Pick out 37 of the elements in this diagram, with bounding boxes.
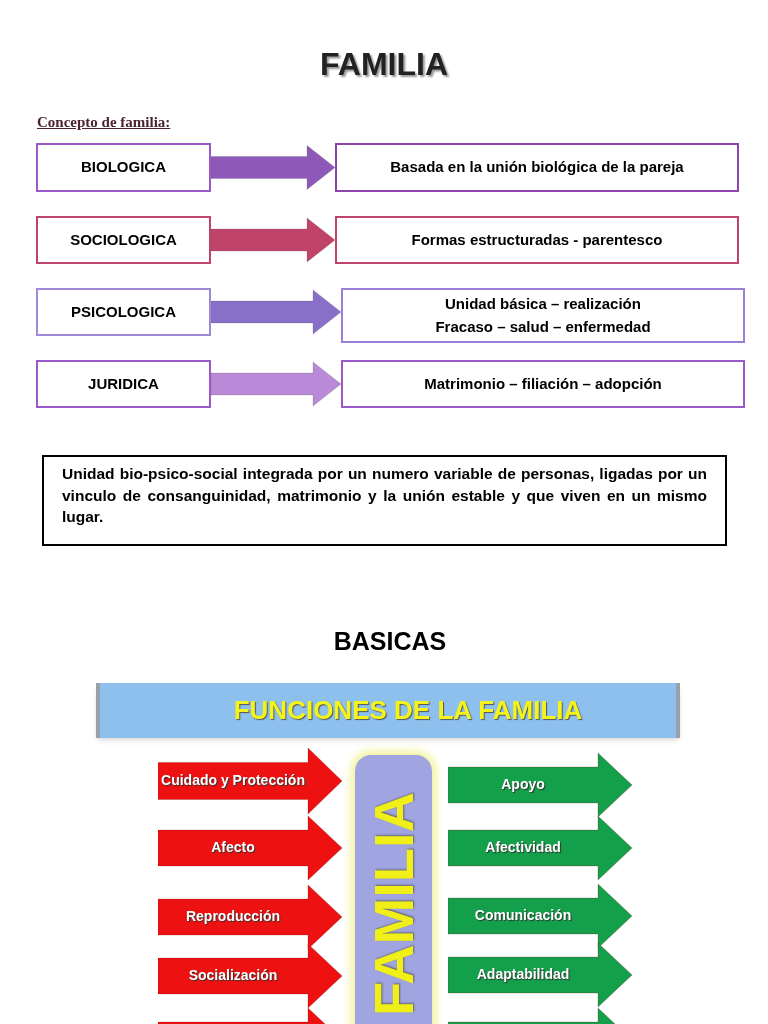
arrow-text: Comunicación <box>474 906 572 926</box>
arrow-text: Apoyo <box>501 775 545 795</box>
box-text: JURIDICA <box>88 373 159 394</box>
concept-box <box>341 360 745 408</box>
title-banner <box>96 683 680 738</box>
arrow-text: Afecto <box>211 838 255 858</box>
arrow-text: Afectividad <box>485 838 561 858</box>
concept-box <box>36 216 211 264</box>
arrow-text: Cuidado y Protección <box>161 771 305 791</box>
block-arrow <box>210 361 342 407</box>
pillar-text: FAMILIA <box>366 794 422 1016</box>
arrow-text: Adaptabilidad <box>476 965 570 985</box>
concept-box <box>36 143 211 192</box>
center-pillar <box>355 755 432 1024</box>
arrow-text: Socialización <box>188 966 278 986</box>
box-text: PSICOLOGICA <box>71 301 176 322</box>
section-heading: BASICAS <box>332 626 448 657</box>
concept-box <box>36 288 211 336</box>
concept-box <box>341 288 745 343</box>
page-title: FAMILIA <box>319 45 449 84</box>
concept-box <box>36 360 211 408</box>
concept-box <box>335 216 739 264</box>
definition-text: Unidad bio-psico-social integrada por un numero variable de personas, ligadas por un vinculo de consanguinidad, matrimonio y la unión estable y que viven en un mismo lugar. <box>62 464 707 528</box>
box-text: Formas estructuradas - parentesco <box>411 229 663 250</box>
box-text: BIOLOGICA <box>81 157 166 178</box>
block-arrow <box>210 145 336 190</box>
arrow-text: Reproducción <box>185 907 281 927</box>
box-text: Basada en la unión biológica de la pareja <box>390 157 684 178</box>
block-arrow <box>210 289 342 335</box>
block-arrow <box>210 217 336 263</box>
box-text: Unidad básica – realización Fracaso – salud – enfermedad <box>434 294 652 337</box>
banner-title: FUNCIONES DE LA FAMILIA <box>232 694 583 727</box>
box-text: Matrimonio – filiación – adopción <box>424 373 662 394</box>
definition-box <box>42 455 727 546</box>
box-text: SOCIOLOGICA <box>70 229 177 250</box>
concept-box <box>335 143 739 192</box>
section-heading: Concepto de familia: <box>37 113 171 132</box>
